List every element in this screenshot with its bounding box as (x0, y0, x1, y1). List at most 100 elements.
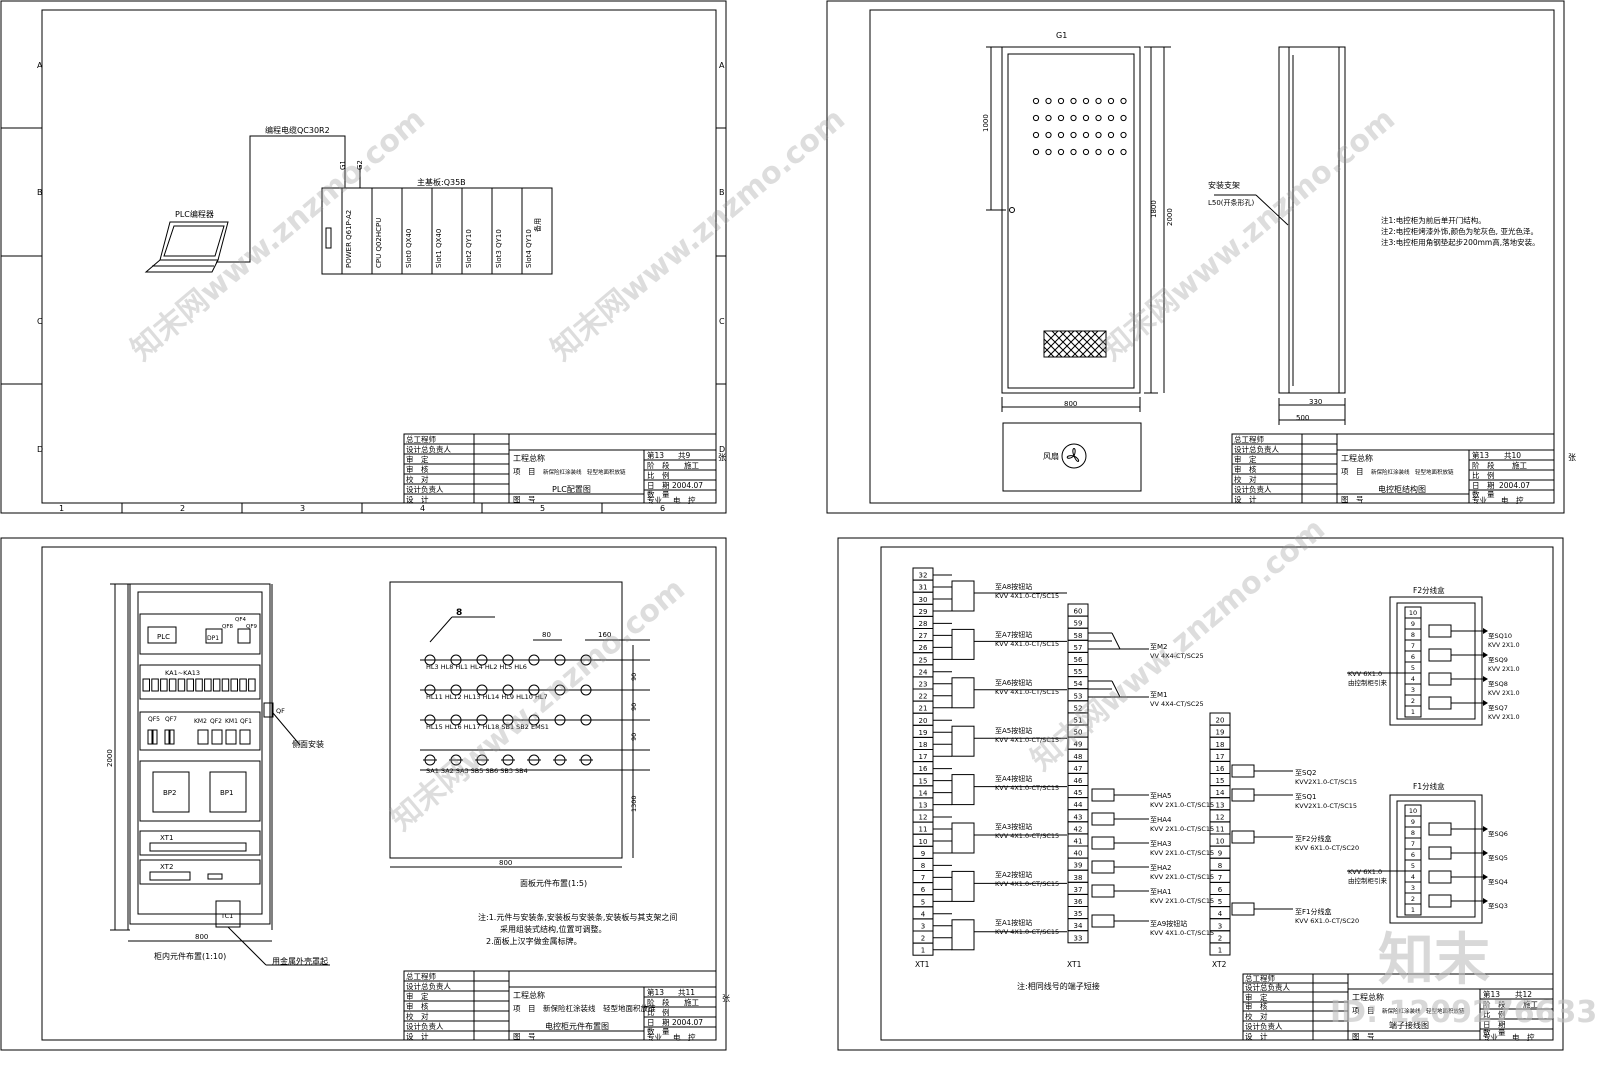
terminal-number: 29 (919, 608, 928, 616)
breaker-box (225, 729, 237, 745)
terminal-number: 4 (1411, 675, 1415, 683)
f2-out-sq9: 至SQ9 (1488, 656, 1508, 664)
tb1-drawing-title: PLC配置图 (552, 485, 591, 494)
vent-holes (1032, 97, 1127, 156)
bracket-spec: L50(开条形孔) (1208, 198, 1255, 207)
module-slot3: Slot3 QY10 (495, 229, 503, 268)
wire-tag (951, 580, 975, 612)
relay-box (142, 678, 150, 692)
terminal-number: 31 (919, 584, 928, 592)
f2-out-sq10: 至SQ10 (1488, 632, 1512, 640)
terminal-number: 9 (1411, 818, 1415, 826)
wire-tag (1091, 914, 1115, 928)
cabinet-interior (110, 583, 330, 966)
tb1-row-6: 设 计 (406, 494, 429, 504)
terminal-number: 2 (1218, 934, 1222, 942)
station-9-to: 至A9按钮站 (1150, 919, 1187, 928)
terminal-number: 14 (1216, 789, 1225, 797)
vent-hole (1032, 131, 1040, 139)
wire-tag (1091, 812, 1115, 826)
tb2-discipline-label: 专业 (1472, 495, 1488, 505)
col-mark-2: 2 (180, 504, 185, 513)
col-mark-6: 6 (660, 504, 665, 513)
terminal-number: 2 (1411, 697, 1415, 705)
tb4-scale-label: 比 例 (1483, 1009, 1506, 1019)
junction-box (1389, 596, 1483, 726)
terminal-number: 38 (1074, 874, 1083, 882)
wire-tag (1091, 860, 1115, 874)
station-5-to: 至A5按钮站 (995, 726, 1032, 735)
terminal-cell (1404, 705, 1422, 718)
terminal-number: 5 (1411, 664, 1415, 672)
wire-tag (1231, 764, 1255, 778)
terminal-number: 5 (921, 898, 925, 906)
tb3-sheet-no: 第13 (647, 987, 664, 997)
wire (1111, 632, 1149, 650)
terminal-number: 16 (919, 765, 928, 773)
comp-qf8: QF8 (222, 624, 233, 630)
vent-hole (1107, 97, 1115, 105)
terminal-number: 37 (1074, 886, 1083, 894)
panel-row-3: HL15 HL16 HL17 HL18 SB1 SB2 EMS1 (426, 723, 549, 731)
vent-hole (1032, 97, 1040, 105)
module-slot1: Slot1 QX40 (435, 229, 443, 268)
station-4-cable: KVV 4X1.0-CT/SC15 (995, 784, 1059, 792)
tb4-row-6: 设 计 (1245, 1031, 1268, 1041)
vent-hole (1032, 114, 1040, 122)
panel-title: 面板元件布置(1:5) (520, 878, 587, 888)
wire-tag (1428, 846, 1452, 860)
tb3-row-2: 审 定 (406, 991, 429, 1001)
tb2-item-value: 新保险杠涂装线 轻型地面积放链 (1371, 468, 1454, 476)
tb1-project-label: 工程总称 (513, 453, 545, 463)
terminal-number: 23 (919, 681, 928, 689)
cable-label: 编程电缆QC30R2 (265, 125, 330, 135)
vent-hole (1095, 97, 1102, 105)
breaker-bank (147, 729, 251, 745)
terminal-number: 3 (1411, 884, 1415, 892)
breaker-box (197, 729, 209, 745)
terminal-cell (1067, 930, 1089, 944)
tb3-row-3: 审 核 (406, 1001, 429, 1011)
f1-out-sq6: 至SQ6 (1488, 830, 1508, 838)
terminal-number: 25 (919, 656, 928, 664)
terminal-number: 50 (1074, 729, 1083, 737)
vent-hole (1032, 148, 1040, 156)
arrow-icon (1483, 628, 1488, 634)
cabinet-side-view (1214, 46, 1346, 425)
tb3-item-label: 项 目 (513, 1004, 536, 1013)
tb3-drawing-title: 电控柜元件布置图 (545, 1021, 609, 1031)
tb1-row-4: 校 对 (406, 474, 429, 484)
tb4-row-0: 总工程师 (1245, 973, 1275, 983)
terminal-number: 35 (1074, 910, 1083, 918)
g2-label: G2 (356, 160, 364, 170)
motor-2-cable: VV 4X4-CT/SC25 (1150, 652, 1204, 660)
terminal-number: 10 (919, 838, 928, 846)
tb3-drawing-no: 图 号 (513, 1032, 536, 1041)
tb2-stage-label: 阶 段 (1472, 460, 1495, 470)
panel-dim-90c: 90 (630, 733, 638, 741)
tb4-drawing-no: 图 号 (1352, 1032, 1375, 1041)
vent-hole (1045, 131, 1052, 139)
sq1-to: 至SQ1 (1295, 793, 1316, 801)
sheet1-title-block (403, 433, 717, 504)
terminal-number: 12 (1216, 813, 1225, 821)
station-9-cable: KVV 4X1.0-CT/SC15 (1150, 929, 1214, 937)
comp-qf: QF (276, 707, 285, 715)
col-mark-1: 1 (59, 504, 64, 513)
tb3-date-label: 日 期 (647, 1018, 670, 1027)
tb2-scale-label: 比 例 (1472, 470, 1495, 480)
breaker-box (152, 729, 158, 745)
tb1-row-1: 设计总负责人 (406, 444, 451, 454)
alarm-3-to: 至HA3 (1150, 840, 1172, 848)
terminal-number: 4 (1411, 873, 1415, 881)
tb3-scale-label: 比 例 (647, 1007, 670, 1017)
terminal-number: 10 (1409, 807, 1417, 815)
terminal-number: 8 (921, 862, 925, 870)
comp-ka: KA1~KA13 (165, 669, 200, 677)
col-mark-5: 5 (540, 504, 545, 513)
vent-hole (1082, 148, 1090, 156)
terminal-number: 6 (921, 886, 926, 894)
terminal-number: 46 (1074, 777, 1083, 785)
junction-box-inner (1396, 800, 1476, 918)
